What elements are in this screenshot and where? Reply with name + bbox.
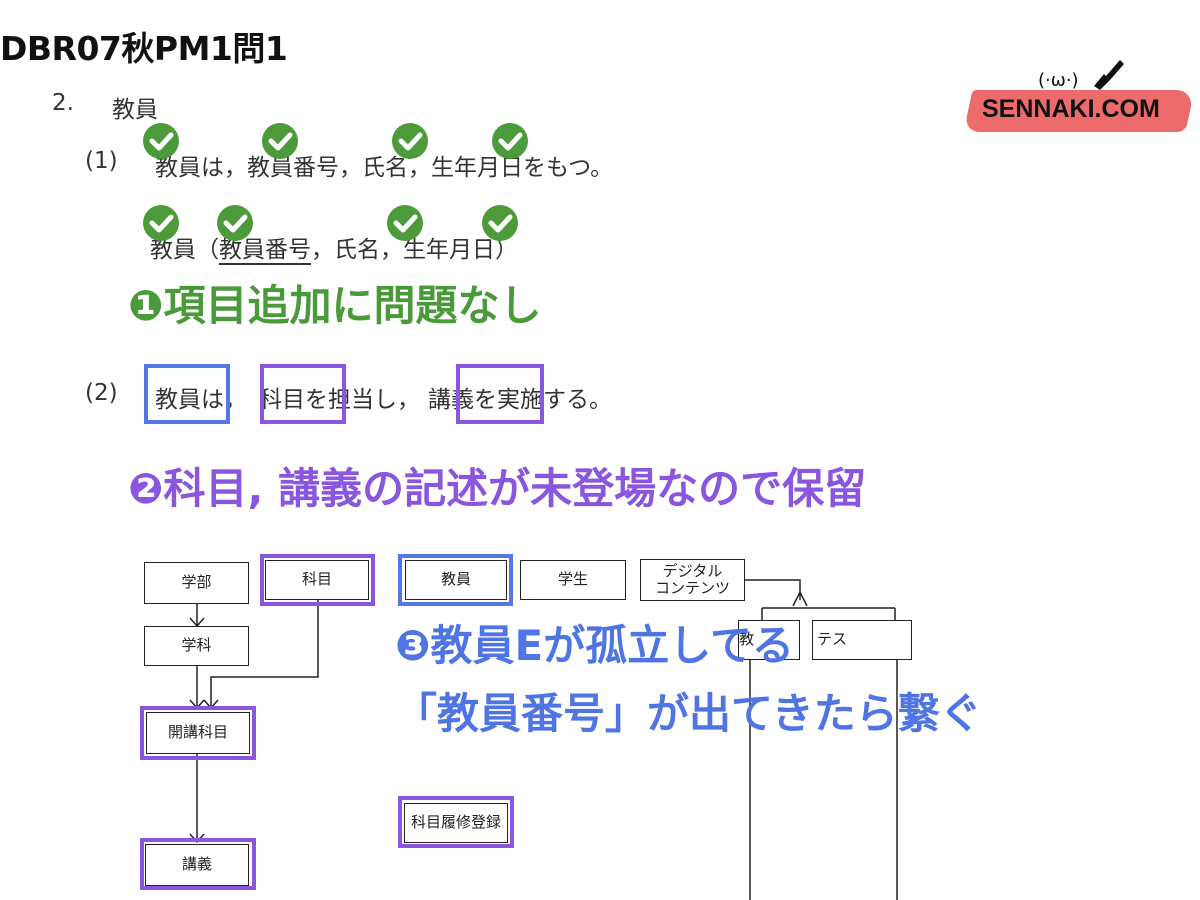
entity-kyoin: 教員 [405,560,507,600]
item-1-number: (1) [85,148,118,174]
check-icon [482,205,518,241]
page-title: DBR07秋PM1問1 [0,29,288,68]
note-3-line-2: 「教員番号」が出てきたら繋ぐ [395,689,982,738]
entity-gakka: 学科 [144,626,249,666]
item-1-text: 教員は，教員番号，氏名，生年月日をもつ。 [155,155,614,181]
note-1: ❶項目追加に問題なし [128,281,542,330]
entity-gakubu: 学部 [144,562,249,604]
entity-kaiko-kamoku: 開講科目 [146,712,250,754]
section-heading: 教員 [112,97,158,123]
check-icon [387,205,423,241]
highlight-entity-kamoku [260,554,375,606]
site-logo: (·ω·) SENNAKI.COM [963,60,1200,140]
entity-kamoku-rishu: 科目履修登録 [404,803,508,843]
logo-text: SENNAKI.COM [982,95,1160,123]
term-kyoin: 教員 [155,387,201,413]
entity-sub-kyo: 教 [738,620,800,660]
entity-kamoku: 科目 [265,560,369,600]
item-2-number: (2) [85,380,118,406]
term-kamoku: 科目 [259,387,305,413]
note-2: ❷科目, 講義の記述が未登場なので保留 [128,464,867,513]
check-icon [217,205,253,241]
highlight-entity-kogi [140,838,256,890]
relation-open: 教員（ [150,237,219,263]
highlight-kamoku [260,364,346,424]
note-3-line-1: ❸教員Eが孤立してる [395,621,794,670]
highlight-entity-kaiko [140,706,256,760]
relation-rest: ，氏名，生年月日） [311,237,518,263]
entity-sub-tesu: テス [812,620,912,660]
entity-gakusei: 学生 [520,560,626,600]
paintbrush-icon [1094,60,1124,90]
check-icon [392,123,428,159]
check-icon [143,205,179,241]
text-fragment: を担当し， [305,387,420,413]
highlight-kogi [456,364,544,424]
text-fragment: は， [201,387,247,413]
highlight-kyoin [144,364,230,424]
check-icon [262,123,298,159]
section-number: 2. [52,90,74,116]
highlight-entity-kyoin [398,554,513,606]
relation-key: 教員番号 [219,237,311,263]
logo-face: (·ω·) [1038,70,1079,91]
term-kogi: 講義 [428,387,474,413]
relation-schema: 教員（教員番号，氏名，生年月日） [150,230,518,264]
check-icon [492,123,528,159]
highlight-entity-rishu [398,796,514,848]
entity-digital-contents: デジタル コンテンツ [640,559,745,601]
entity-kogi: 講義 [145,844,249,886]
check-icon [143,123,179,159]
